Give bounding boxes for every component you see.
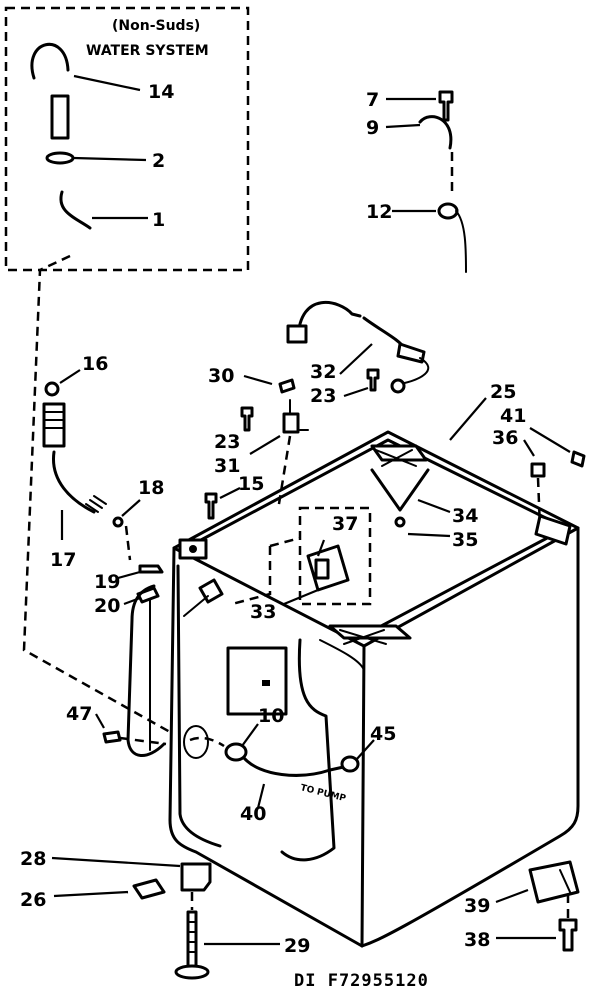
rear-left-bracket (226, 646, 288, 716)
inset-dashed-border (4, 6, 250, 272)
switch-part-32 (396, 342, 426, 364)
screw-part-23-upper (366, 368, 380, 392)
label-31: 31 (214, 455, 240, 477)
bracket-part-20 (136, 586, 160, 604)
grommet-part (390, 378, 406, 394)
nut-part-16 (44, 381, 60, 397)
label-37: 37 (332, 513, 358, 535)
hose-clamp-part-10 (224, 742, 248, 762)
non-suds-inset: (Non-Suds) WATER SYSTEM (4, 6, 250, 272)
label-34: 34 (452, 505, 478, 527)
front-access-panel (280, 638, 336, 862)
label-26: 26 (20, 889, 46, 911)
leg-foot (174, 964, 210, 980)
screw-part-47 (102, 730, 122, 744)
grommet-part-12 (437, 202, 459, 220)
label-2: 2 (152, 150, 165, 172)
valve-part-31 (282, 412, 300, 434)
screw-part-23-left (240, 406, 254, 432)
to-pump-annotation: TO PUMP (299, 783, 347, 804)
label-20: 20 (94, 595, 120, 617)
label-47: 47 (66, 703, 92, 725)
clamp-part-18 (112, 516, 124, 528)
hose-clamp-part-45 (340, 755, 360, 773)
screw-part-41 (570, 450, 586, 468)
top-front-gusset (328, 624, 412, 640)
label-7: 7 (366, 89, 379, 111)
right-small-parts (370, 397, 586, 538)
label-40: 40 (240, 803, 266, 825)
label-10: 10 (258, 705, 284, 727)
leveling-bracket-part-28 (180, 862, 212, 892)
label-30: 30 (208, 365, 234, 387)
label-15: 15 (238, 473, 264, 495)
bracket-clip (286, 324, 308, 344)
cabinet-front-left-edge (168, 546, 364, 948)
bracket-part-39 (528, 860, 580, 904)
fitting-part (42, 402, 66, 448)
label-36: 36 (492, 427, 518, 449)
bracket-part-26 (132, 878, 166, 900)
label-39: 39 (464, 895, 490, 917)
label-19: 19 (94, 571, 120, 593)
label-35: 35 (452, 529, 478, 551)
drain-hose-part-40 (242, 756, 350, 777)
washer-part-2 (45, 151, 75, 165)
label-14: 14 (148, 81, 174, 103)
label-33: 33 (250, 601, 276, 623)
label-12: 12 (366, 201, 392, 223)
upper-center-parts (204, 300, 430, 520)
label-23-upper: 23 (310, 385, 336, 407)
clip-part-30 (278, 378, 296, 394)
strap-part-34 (370, 468, 430, 512)
inset-title-line2: WATER SYSTEM (86, 43, 209, 59)
left-fill-hose (126, 584, 166, 757)
leveling-leg-part-29 (186, 910, 198, 970)
bumper-part-36 (530, 462, 546, 478)
screw-part-35 (394, 516, 406, 528)
mount-plate (298, 506, 372, 606)
label-9: 9 (366, 117, 379, 139)
label-41: 41 (500, 405, 526, 427)
screw-part-7 (438, 90, 454, 122)
cabinet: TO PUMP (95, 430, 580, 948)
screw-part-38 (558, 918, 578, 952)
diagram-caption: DI F72955120 (294, 971, 429, 991)
bottom-parts (51, 856, 580, 980)
label-23-left: 23 (214, 431, 240, 453)
clamp-part-9 (418, 115, 453, 150)
label-25: 25 (490, 381, 516, 403)
clip-part-19 (138, 564, 164, 574)
label-28: 28 (20, 848, 46, 870)
top-right-parts (385, 90, 467, 273)
routing-dashed-line (22, 254, 171, 734)
label-18: 18 (138, 477, 164, 499)
screw-part-15 (204, 492, 218, 520)
cabinet-front-right-edge (360, 526, 580, 948)
label-1: 1 (152, 209, 165, 231)
tube-part (50, 94, 70, 140)
left-hose-assembly (42, 369, 164, 606)
part-labels: 14 2 1 7 9 12 16 17 18 19 20 30 32 23 23… (20, 81, 526, 957)
bracket-part (296, 300, 362, 340)
label-45: 45 (370, 723, 396, 745)
label-38: 38 (464, 929, 490, 951)
label-29: 29 (284, 935, 310, 957)
label-32: 32 (310, 361, 336, 383)
top-right-gusset (534, 514, 572, 546)
label-16: 16 (82, 353, 108, 375)
inset-title-line1: (Non-Suds) (112, 18, 200, 34)
label-17: 17 (50, 549, 76, 571)
